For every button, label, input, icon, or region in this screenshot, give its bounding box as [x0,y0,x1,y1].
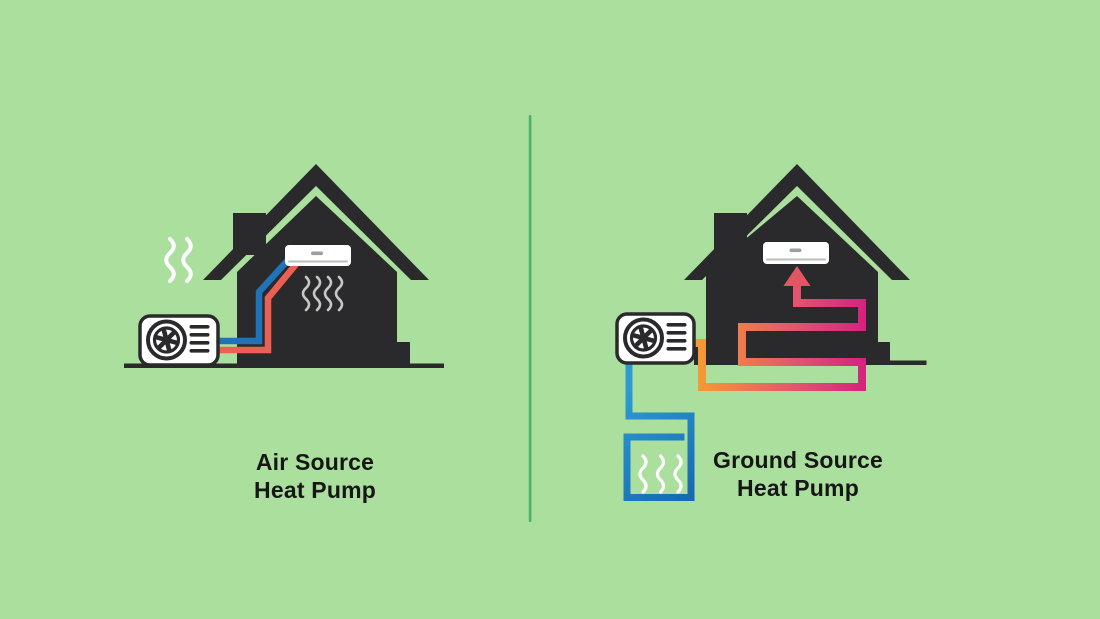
fan-blades-icon [153,327,180,353]
house-body [237,196,410,364]
indoor-unit-display [311,251,323,256]
ground-source-label: Ground Source Heat Pump [713,446,883,502]
indoor-heat-waves-icon [301,275,344,312]
ground-source-diagram [615,164,927,501]
air-waves-icon [164,237,193,283]
ground-heat-waves-icon [638,454,683,494]
indoor-unit-vent [766,258,826,261]
air-source-label-line2: Heat Pump [254,477,376,503]
ground-loop-pipe [623,357,695,501]
divider-line [528,115,532,522]
ground-line [124,363,444,368]
indoor-unit [763,242,829,264]
grille-icon [666,323,687,351]
ground-source-label-line2: Heat Pump [737,475,859,501]
refrigerant-pipe-hot [211,260,300,354]
air-source-label-line1: Air Source [255,449,375,475]
heating-loop-pipe [687,285,866,391]
ground-source-label-line1: Ground Source [712,447,884,473]
heat-flow-arrow-icon [783,266,811,286]
chimney [233,213,266,255]
outdoor-unit [138,314,220,367]
indoor-unit [285,245,351,266]
grille-icon [189,325,210,353]
refrigerant-pipe-cold [211,257,291,345]
air-source-diagram [124,164,444,368]
fan-blades-icon [630,325,657,351]
air-source-label: Air Source Heat Pump [254,448,376,504]
roof [684,164,910,280]
roof [203,164,429,280]
indoor-unit-vent [288,260,348,263]
outdoor-unit [615,312,696,365]
indoor-unit-display [789,248,802,253]
